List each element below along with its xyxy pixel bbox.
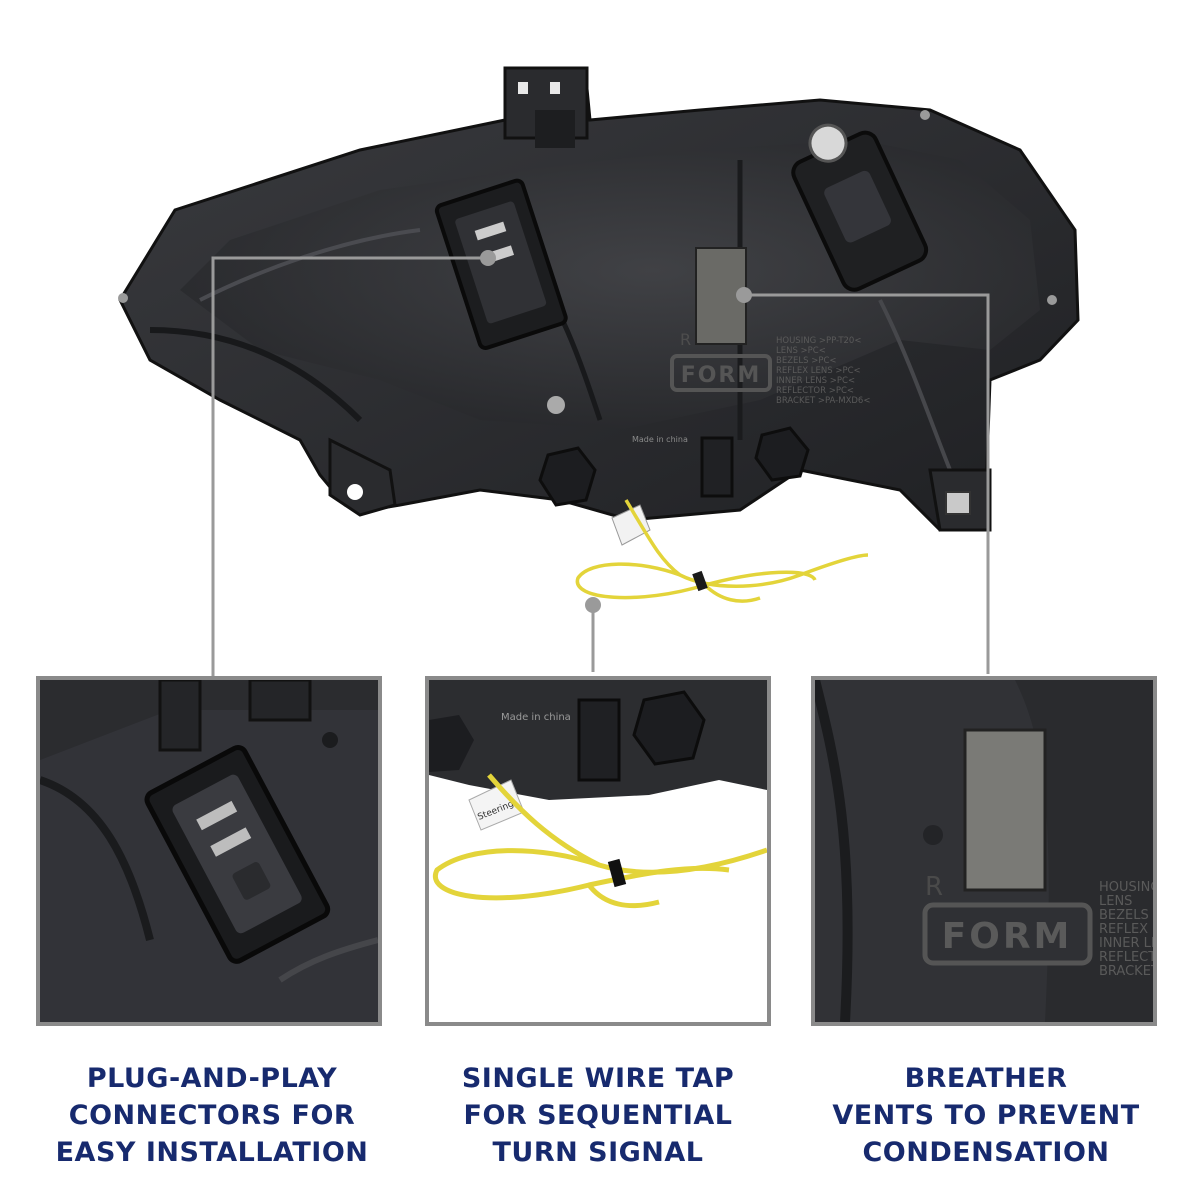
form-mark-zoom: FORM: [942, 916, 1073, 957]
caption-line: VENTS TO PREVENT: [832, 1100, 1140, 1131]
svg-text:BEZELS: BEZELS: [1099, 908, 1149, 923]
caption-line: CONNECTORS FOR: [68, 1100, 356, 1131]
made-in-mark-zoom: Made in china: [501, 712, 571, 723]
r-mark-zoom: R: [925, 872, 943, 902]
r-mark: R: [680, 330, 691, 349]
wire-tap-detail-panel: Made in china Steering: [425, 676, 771, 1026]
svg-text:BRACKET >PA-MXD6<: BRACKET >PA-MXD6<: [776, 396, 870, 406]
caption-line: FOR SEQUENTIAL: [463, 1100, 733, 1131]
caption-line: TURN SIGNAL: [492, 1137, 704, 1168]
caption-connectors: PLUG-AND-PLAY CONNECTORS FOR EASY INSTAL…: [22, 1060, 402, 1171]
material-list-zoom: HOUSING LENS BEZELS REFLEX INNER LE REFL…: [1099, 880, 1153, 979]
caption-wire-tap: SINGLE WIRE TAP FOR SEQUENTIAL TURN SIGN…: [408, 1060, 788, 1171]
svg-text:INNER LE: INNER LE: [1099, 936, 1153, 951]
svg-text:LENS: LENS: [1099, 894, 1132, 909]
made-in-mark: Made in china: [632, 435, 688, 444]
caption-vents: BREATHER VENTS TO PREVENT CONDENSATION: [796, 1060, 1176, 1171]
material-list: HOUSING >PP-T20< LENS >PC< BEZELS >PC< R…: [776, 336, 870, 406]
svg-text:INNER LENS >PC<: INNER LENS >PC<: [776, 376, 855, 386]
callout-dot-wire: [585, 597, 601, 613]
svg-text:BEZELS >PC<: BEZELS >PC<: [776, 356, 837, 366]
caption-line: CONDENSATION: [862, 1137, 1110, 1168]
connector-detail-panel: [36, 676, 382, 1026]
vent-detail-panel: FORM R HOUSING LENS BEZELS REFLEX INNER …: [811, 676, 1157, 1026]
caption-line: EASY INSTALLATION: [55, 1137, 369, 1168]
callout-lines: [211, 256, 990, 677]
callout-dot-connector: [480, 250, 496, 266]
svg-text:REFLECTO: REFLECTO: [1099, 950, 1153, 965]
caption-line: BREATHER: [904, 1063, 1068, 1094]
svg-text:HOUSING >PP-T20<: HOUSING >PP-T20<: [776, 336, 861, 346]
svg-text:REFLEX: REFLEX: [1099, 922, 1148, 937]
callout-dot-vent: [736, 287, 752, 303]
svg-text:REFLECTOR >PC<: REFLECTOR >PC<: [776, 386, 854, 396]
caption-line: SINGLE WIRE TAP: [461, 1063, 735, 1094]
form-mark: FORM: [681, 363, 762, 388]
caption-line: PLUG-AND-PLAY: [86, 1063, 338, 1094]
svg-text:HOUSING: HOUSING: [1099, 880, 1153, 895]
svg-text:REFLEX LENS >PC<: REFLEX LENS >PC<: [776, 366, 861, 376]
svg-text:BRACKET: BRACKET: [1099, 964, 1153, 979]
svg-text:LENS >PC<: LENS >PC<: [776, 346, 826, 356]
